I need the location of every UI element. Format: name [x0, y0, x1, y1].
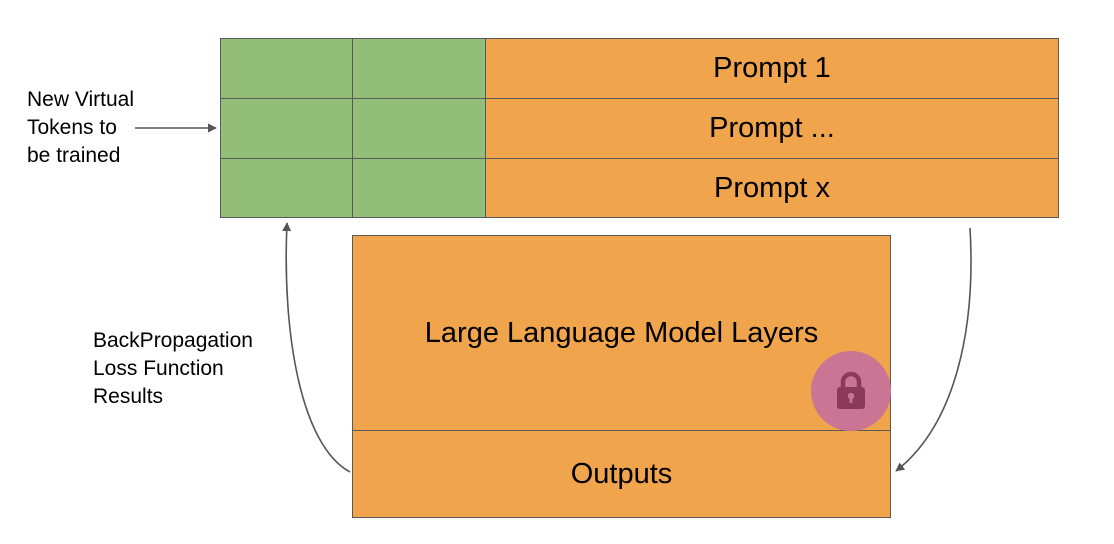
virtual-token-cell-r3-c2 [352, 158, 486, 218]
backprop-note: BackPropagation Loss Function Results [93, 329, 253, 408]
virtual-tokens-note: New Virtual Tokens to be trained [27, 88, 134, 167]
prompt-row-2: Prompt ... [485, 98, 1059, 159]
arrow-backprop-to-tokens [282, 222, 351, 473]
prompt-row-3: Prompt x [485, 158, 1059, 218]
lock-glyph [837, 371, 865, 409]
llm-layers-box: Large Language Model Layers [352, 235, 891, 431]
virtual-token-cell-r2-c1 [220, 98, 353, 159]
llm-layers-label: Large Language Model Layers [424, 317, 819, 349]
virtual-token-cell-r2-c2 [352, 98, 486, 159]
virtual-token-cell-r3-c1 [220, 158, 353, 218]
outputs-label: Outputs [570, 457, 673, 490]
arrow-prompts-to-outputs [895, 227, 972, 472]
prompt-row-1: Prompt 1 [485, 38, 1059, 99]
lock-icon [811, 351, 891, 431]
outputs-box: Outputs [352, 430, 891, 518]
